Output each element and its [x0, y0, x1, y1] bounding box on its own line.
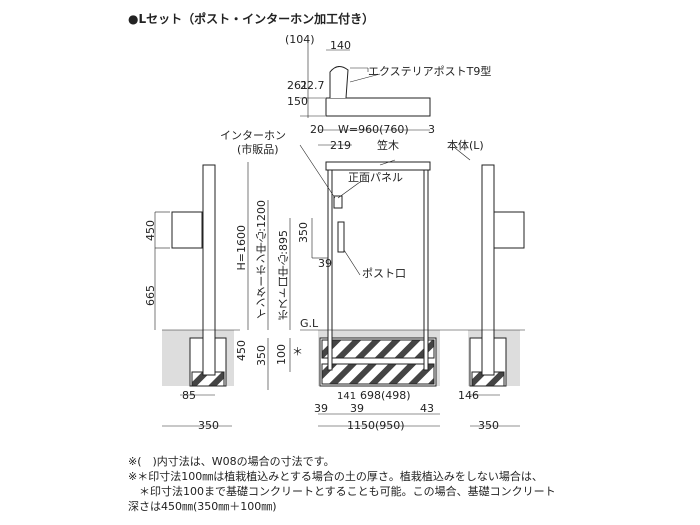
note-1: ※( )内寸法は、W08の場合の寸法です。	[128, 455, 335, 468]
dim-39-mid: 39	[318, 257, 332, 270]
dim-top-261: 261	[287, 79, 308, 92]
label-gl: G.L	[300, 317, 319, 330]
dim-39-b: 39	[350, 402, 364, 415]
dim-100: 100	[275, 344, 288, 365]
dim-post-center: ポスト口中心:895	[277, 230, 290, 321]
left-side-view	[154, 164, 240, 427]
dim-698: 698(498)	[360, 389, 411, 402]
note-4: 深さは450㎜(350㎜＋100㎜)	[128, 500, 277, 513]
front-view	[247, 129, 460, 427]
label-front-panel: 正面パネル	[348, 171, 403, 184]
dim-141: 141	[337, 391, 357, 402]
dim-350-right: 350	[478, 419, 499, 432]
label-post-slot: ポスト口	[362, 267, 406, 280]
label-kasagi: 笠木	[377, 139, 399, 152]
dim-3: 3	[428, 123, 435, 136]
dim-intercom-center: インターホン中心:1200	[255, 200, 268, 320]
dim-top-104: (104)	[285, 33, 315, 46]
dim-43: 43	[420, 402, 434, 415]
dim-450-left: 450	[144, 220, 157, 241]
diagram-title: ●Lセット（ポスト・インターホン加工付き）	[128, 12, 375, 26]
dim-width: W=960(760)	[338, 123, 409, 136]
label-intercom: インターホン	[220, 129, 286, 142]
label-leaders	[299, 73, 471, 276]
dim-1150: 1150(950)	[347, 419, 405, 432]
dim-85: 85	[182, 389, 196, 402]
note-2: ※＊印寸法100㎜は植栽植込みとする場合の土の厚さ。植栽植込みをしない場合は、	[128, 470, 543, 483]
label-product: エクステリアポストT9型	[368, 65, 492, 78]
note-3: ＊印寸法100まで基礎コンクリートとすることも可能。この場合、基礎コンクリート	[128, 485, 556, 498]
dim-146: 146	[458, 389, 479, 402]
label-intercom-sub: (市販品)	[237, 143, 279, 156]
dim-39-a: 39	[314, 402, 328, 415]
right-side-view	[460, 164, 525, 427]
dim-top-140: 140	[330, 39, 351, 52]
dim-20: 20	[310, 123, 324, 136]
dim-450-base: 450	[235, 340, 248, 361]
dim-top-150: 150	[287, 95, 308, 108]
dim-350-mid: 350	[297, 222, 310, 243]
dim-350-left: 350	[198, 419, 219, 432]
dim-top-22-7: 22.7	[300, 79, 325, 92]
dim-h1600: H=1600	[235, 225, 248, 271]
dim-asterisk: ＊	[292, 345, 303, 358]
label-body: 本体(L)	[447, 139, 484, 152]
dim-665: 665	[144, 285, 157, 306]
top-detail-drawing	[300, 40, 431, 118]
dim-219: 219	[330, 139, 351, 152]
dim-350-base: 350	[255, 345, 268, 366]
